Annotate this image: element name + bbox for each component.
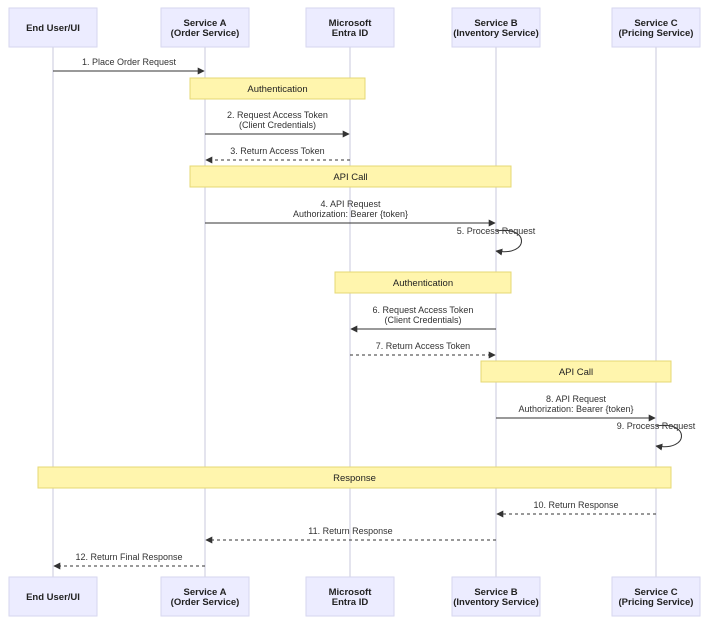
message-label: (Client Credentials) [384, 315, 461, 325]
actor-svcC-bottom: Service C(Pricing Service) [611, 576, 701, 617]
actor-box [611, 7, 701, 48]
message-1: 1. Place Order Request [53, 57, 205, 75]
actor-box [8, 576, 98, 617]
actor-svcB-top: Service B(Inventory Service) [451, 7, 541, 48]
message-label: 11. Return Response [308, 526, 392, 536]
actor-label: Service B [474, 587, 517, 598]
message-label: 8. API Request [546, 394, 607, 404]
actor-box [451, 576, 541, 617]
self-message-arrow [495, 229, 522, 256]
actor-box [451, 7, 541, 48]
message-9: 9. Process Request [617, 421, 696, 451]
note-box [334, 271, 512, 294]
actor-label: Microsoft [329, 18, 373, 29]
actor-label: Microsoft [329, 587, 373, 598]
actor-user-bottom: End User/UI [8, 576, 98, 617]
note-label: Authentication [393, 278, 453, 289]
message-label: Authorization: Bearer {token} [518, 404, 633, 414]
actor-box [160, 576, 250, 617]
note-4: Response [37, 466, 672, 489]
message-label: 5. Process Request [457, 226, 536, 236]
note-1: API Call [189, 165, 512, 188]
actor-label: (Pricing Service) [619, 597, 694, 608]
note-2: Authentication [334, 271, 512, 294]
note-label: API Call [559, 367, 593, 378]
actor-box [305, 576, 395, 617]
actor-label: (Inventory Service) [453, 28, 539, 39]
self-message-arrow [655, 424, 682, 451]
message-11: 11. Return Response [205, 526, 496, 544]
actor-box [611, 576, 701, 617]
note-label: API Call [333, 172, 367, 183]
message-label: 9. Process Request [617, 421, 696, 431]
actor-user-top: End User/UI [8, 7, 98, 48]
message-label: 7. Return Access Token [376, 341, 470, 351]
note-0: Authentication [189, 77, 366, 100]
actor-svcB-bottom: Service B(Inventory Service) [451, 576, 541, 617]
note-label: Response [333, 473, 376, 484]
message-2: 2. Request Access Token(Client Credentia… [205, 110, 350, 138]
message-label: (Client Credentials) [239, 120, 316, 130]
message-6: 6. Request Access Token(Client Credentia… [350, 305, 496, 333]
actor-svcA-top: Service A(Order Service) [160, 7, 250, 48]
message-label: 4. API Request [320, 199, 381, 209]
message-12: 12. Return Final Response [53, 552, 205, 570]
actor-box [160, 7, 250, 48]
actor-label: End User/UI [26, 23, 80, 34]
actor-label: (Order Service) [171, 597, 240, 608]
message-label: Authorization: Bearer {token} [293, 209, 408, 219]
actor-label: Service C [634, 18, 677, 29]
message-label: 6. Request Access Token [373, 305, 474, 315]
message-label: 2. Request Access Token [227, 110, 328, 120]
message-label: 3. Return Access Token [230, 146, 324, 156]
message-10: 10. Return Response [496, 500, 656, 518]
note-box [189, 77, 366, 100]
message-label: 12. Return Final Response [75, 552, 182, 562]
actor-svcA-bottom: Service A(Order Service) [160, 576, 250, 617]
actor-box [305, 7, 395, 48]
actor-svcC-top: Service C(Pricing Service) [611, 7, 701, 48]
actor-label: Service B [474, 18, 517, 29]
message-3: 3. Return Access Token [205, 146, 350, 164]
actor-label: (Pricing Service) [619, 28, 694, 39]
actor-label: Service A [184, 587, 227, 598]
message-7: 7. Return Access Token [350, 341, 496, 359]
actor-label: Entra ID [332, 597, 369, 608]
actor-label: (Inventory Service) [453, 597, 539, 608]
actor-label: Entra ID [332, 28, 369, 39]
actor-label: Service A [184, 18, 227, 29]
note-box [189, 165, 512, 188]
actor-label: (Order Service) [171, 28, 240, 39]
message-label: 10. Return Response [533, 500, 618, 510]
note-box [37, 466, 672, 489]
actor-label: Service C [634, 587, 677, 598]
note-box [480, 360, 672, 383]
note-3: API Call [480, 360, 672, 383]
actor-label: End User/UI [26, 592, 80, 603]
actor-box [8, 7, 98, 48]
message-5: 5. Process Request [457, 226, 536, 256]
message-label: 1. Place Order Request [82, 57, 177, 67]
note-label: Authentication [247, 84, 307, 95]
